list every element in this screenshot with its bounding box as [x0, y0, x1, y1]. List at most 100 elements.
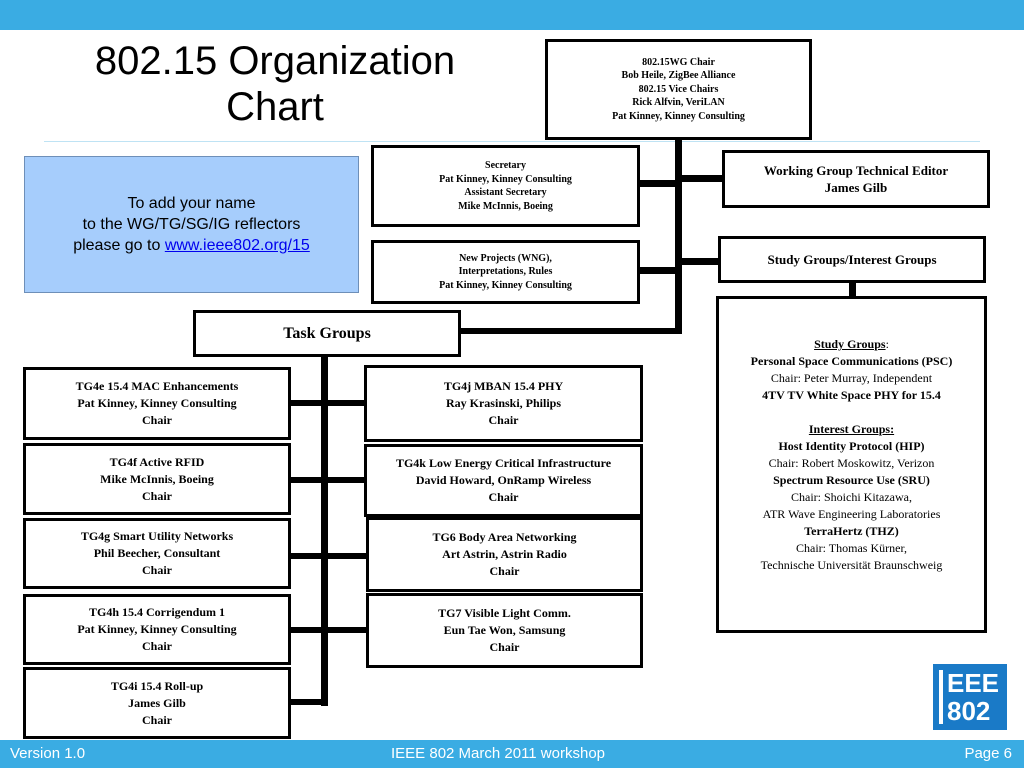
tg-name: TG4h 15.4 Corrigendum 1: [88, 605, 225, 619]
connector-tg4i: [288, 699, 325, 705]
editor-line: Working Group Technical Editor: [763, 163, 949, 178]
study-interest-groups-detail-box: Study Groups: Personal Space Communicati…: [716, 296, 987, 633]
psc-name: Personal Space Communications (PSC): [750, 354, 953, 368]
tg4k-box: TG4k Low Energy Critical Infrastructure …: [364, 444, 643, 517]
tg-chair-name: Eun Tae Won, Samsung: [443, 623, 566, 637]
logo-bar: [939, 670, 943, 724]
new-projects-line: Interpretations, Rules: [458, 266, 553, 278]
title-line-2: Chart: [226, 85, 324, 129]
footer-bar: Version 1.0 IEEE 802 March 2011 workshop…: [0, 740, 1024, 768]
tg-name: TG4f Active RFID: [109, 454, 205, 469]
connector-tg4h: [288, 627, 325, 633]
secretary-line: Mike McInnis, Boeing: [458, 200, 553, 212]
thz-name: TerraHertz (THZ): [804, 524, 899, 538]
tg-chair-name: Pat Kinney, Kinney Consulting: [77, 622, 237, 636]
footer-event: IEEE 802 March 2011 workshop: [391, 745, 606, 762]
tg-chair-name: David Howard, OnRamp Wireless: [415, 473, 592, 487]
chair-box-line: Rick Alfvin, VeriLAN: [632, 97, 725, 109]
reflector-info-box: To add your name to the WG/TG/SG/IG refl…: [24, 156, 359, 293]
secretary-box: Secretary Pat Kinney, Kinney Consulting …: [371, 145, 640, 227]
top-accent-bar: [0, 0, 1024, 30]
info-line-2: to the WG/TG/SG/IG reflectors: [82, 216, 301, 233]
tg-name: TG4k Low Energy Critical Infrastructure: [395, 456, 612, 470]
tg4e-box: TG4e 15.4 MAC Enhancements Pat Kinney, K…: [23, 367, 291, 440]
connector-tg7: [325, 627, 374, 633]
connector-tg6: [325, 553, 366, 559]
connector-sg-ig: [849, 282, 856, 298]
tg4j-box: TG4j MBAN 15.4 PHY Ray Krasinski, Philip…: [364, 365, 643, 442]
footer-page: Page 6: [964, 745, 1012, 762]
thz-affiliation: Technische Universität Braunschweig: [760, 558, 943, 572]
sg-heading-colon: :: [885, 337, 889, 351]
logo-line-1: EEE: [947, 668, 1000, 698]
sru-name: Spectrum Resource Use (SRU): [773, 473, 930, 487]
connector-editor: [678, 175, 724, 182]
tg4h-box: TG4h 15.4 Corrigendum 1 Pat Kinney, Kinn…: [23, 594, 291, 665]
tg-chair-name: Ray Krasinski, Philips: [445, 396, 562, 410]
tg-name: TG7 Visible Light Comm.: [438, 606, 571, 620]
tg-role: Chair: [142, 488, 172, 503]
tg-role: Chair: [489, 564, 520, 578]
connector-tg4g: [288, 553, 325, 559]
tg-chair-name: Phil Beecher, Consultant: [93, 546, 221, 560]
new-projects-line: Pat Kinney, Kinney Consulting: [439, 279, 572, 291]
sru-chair: Chair: Shoichi Kitazawa,: [791, 490, 912, 504]
chair-box-line: Bob Heile, ZigBee Alliance: [621, 70, 736, 82]
secretary-line: Pat Kinney, Kinney Consulting: [439, 173, 572, 185]
tg-chair-name: Mike McInnis, Boeing: [100, 471, 214, 486]
connector-new-projects: [637, 267, 678, 274]
task-groups-header-label: Task Groups: [283, 324, 371, 342]
connector-task-groups: [458, 328, 682, 334]
chair-box-line: 802.15WG Chair: [642, 56, 715, 68]
ieee802-15-link[interactable]: www.ieee802.org/15: [164, 237, 310, 254]
tg-role: Chair: [142, 712, 172, 727]
connector-tg4e: [288, 400, 325, 406]
tg-name: TG4i 15.4 Roll-up: [110, 678, 204, 693]
connector-secretary: [637, 180, 678, 187]
tg-role: Chair: [488, 413, 519, 427]
connector-study-groups: [678, 258, 720, 265]
thz-chair: Chair: Thomas Kürner,: [796, 541, 907, 555]
study-interest-groups-header: Study Groups/Interest Groups: [718, 236, 986, 283]
connector-tg4j: [325, 400, 366, 406]
tg-chair-name: Art Astrin, Astrin Radio: [442, 547, 567, 561]
ieee-802-logo: EEE 802: [933, 664, 1007, 730]
chair-box-line: Pat Kinney, Kinney Consulting: [612, 110, 745, 122]
connector-trunk: [675, 138, 682, 334]
footer-version: Version 1.0: [10, 745, 86, 762]
wg-chair-box: 802.15WG Chair Bob Heile, ZigBee Allianc…: [545, 39, 812, 140]
tg-name: TG6 Body Area Networking: [432, 530, 577, 544]
tg4f-box: TG4f Active RFID Mike McInnis, Boeing Ch…: [23, 443, 291, 515]
sru-affiliation: ATR Wave Engineering Laboratories: [762, 507, 941, 521]
info-line-1: To add your name: [127, 195, 256, 212]
info-line-3: please go to www.ieee802.org/15: [25, 235, 358, 256]
new-projects-box: New Projects (WNG), Interpretations, Rul…: [371, 240, 640, 304]
connector-tg4k: [325, 477, 366, 483]
tg4g-box: TG4g Smart Utility Networks Phil Beecher…: [23, 518, 291, 589]
connector-tg-trunk: [321, 353, 328, 706]
sg-heading: Study Groups: [814, 337, 886, 351]
tg-name: TG4g Smart Utility Networks: [80, 529, 234, 543]
tg-role: Chair: [142, 639, 172, 653]
secretary-line: Assistant Secretary: [464, 187, 547, 198]
secretary-line: Secretary: [485, 160, 526, 171]
tg-name: TG4e 15.4 MAC Enhancements: [75, 379, 239, 393]
tg-chair-name: Pat Kinney, Kinney Consulting: [77, 396, 237, 410]
ig-heading: Interest Groups:: [808, 422, 895, 436]
tg-role: Chair: [489, 640, 520, 654]
editor-line: James Gilb: [824, 180, 888, 195]
tg-name: TG4j MBAN 15.4 PHY: [443, 379, 564, 393]
tv-whitespace-name: 4TV TV White Space PHY for 15.4: [762, 388, 941, 402]
page-title: 802.15 Organization Chart: [40, 38, 510, 130]
connector-tg4f: [288, 477, 325, 483]
task-groups-header: Task Groups: [193, 310, 461, 357]
title-divider: [44, 141, 980, 142]
tg-role: Chair: [142, 413, 172, 427]
technical-editor-box: Working Group Technical Editor James Gil…: [722, 150, 990, 208]
tg6-box: TG6 Body Area Networking Art Astrin, Ast…: [366, 517, 643, 592]
title-line-1: 802.15 Organization: [94, 39, 456, 83]
chair-box-line: 802.15 Vice Chairs: [638, 83, 719, 95]
tg4i-box: TG4i 15.4 Roll-up James Gilb Chair: [23, 667, 291, 739]
sg-heading-line: Study Groups:: [814, 336, 889, 353]
tg-role: Chair: [142, 563, 172, 577]
